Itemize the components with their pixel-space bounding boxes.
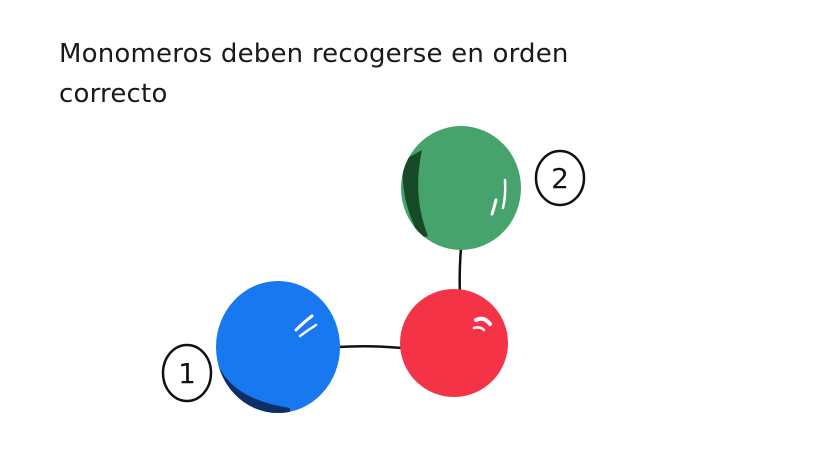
svg-text:2: 2 <box>551 162 569 195</box>
bond-blue-red <box>336 344 404 350</box>
green-monomer <box>401 126 521 250</box>
caption-text: Monomeros deben recogerse en orden corre… <box>59 39 569 109</box>
label-1: 1 <box>161 343 213 403</box>
bond-red-green <box>458 246 463 298</box>
svg-text:1: 1 <box>178 357 196 390</box>
blue-monomer <box>216 281 340 413</box>
red-monomer <box>400 289 508 397</box>
label-2: 2 <box>534 149 586 207</box>
